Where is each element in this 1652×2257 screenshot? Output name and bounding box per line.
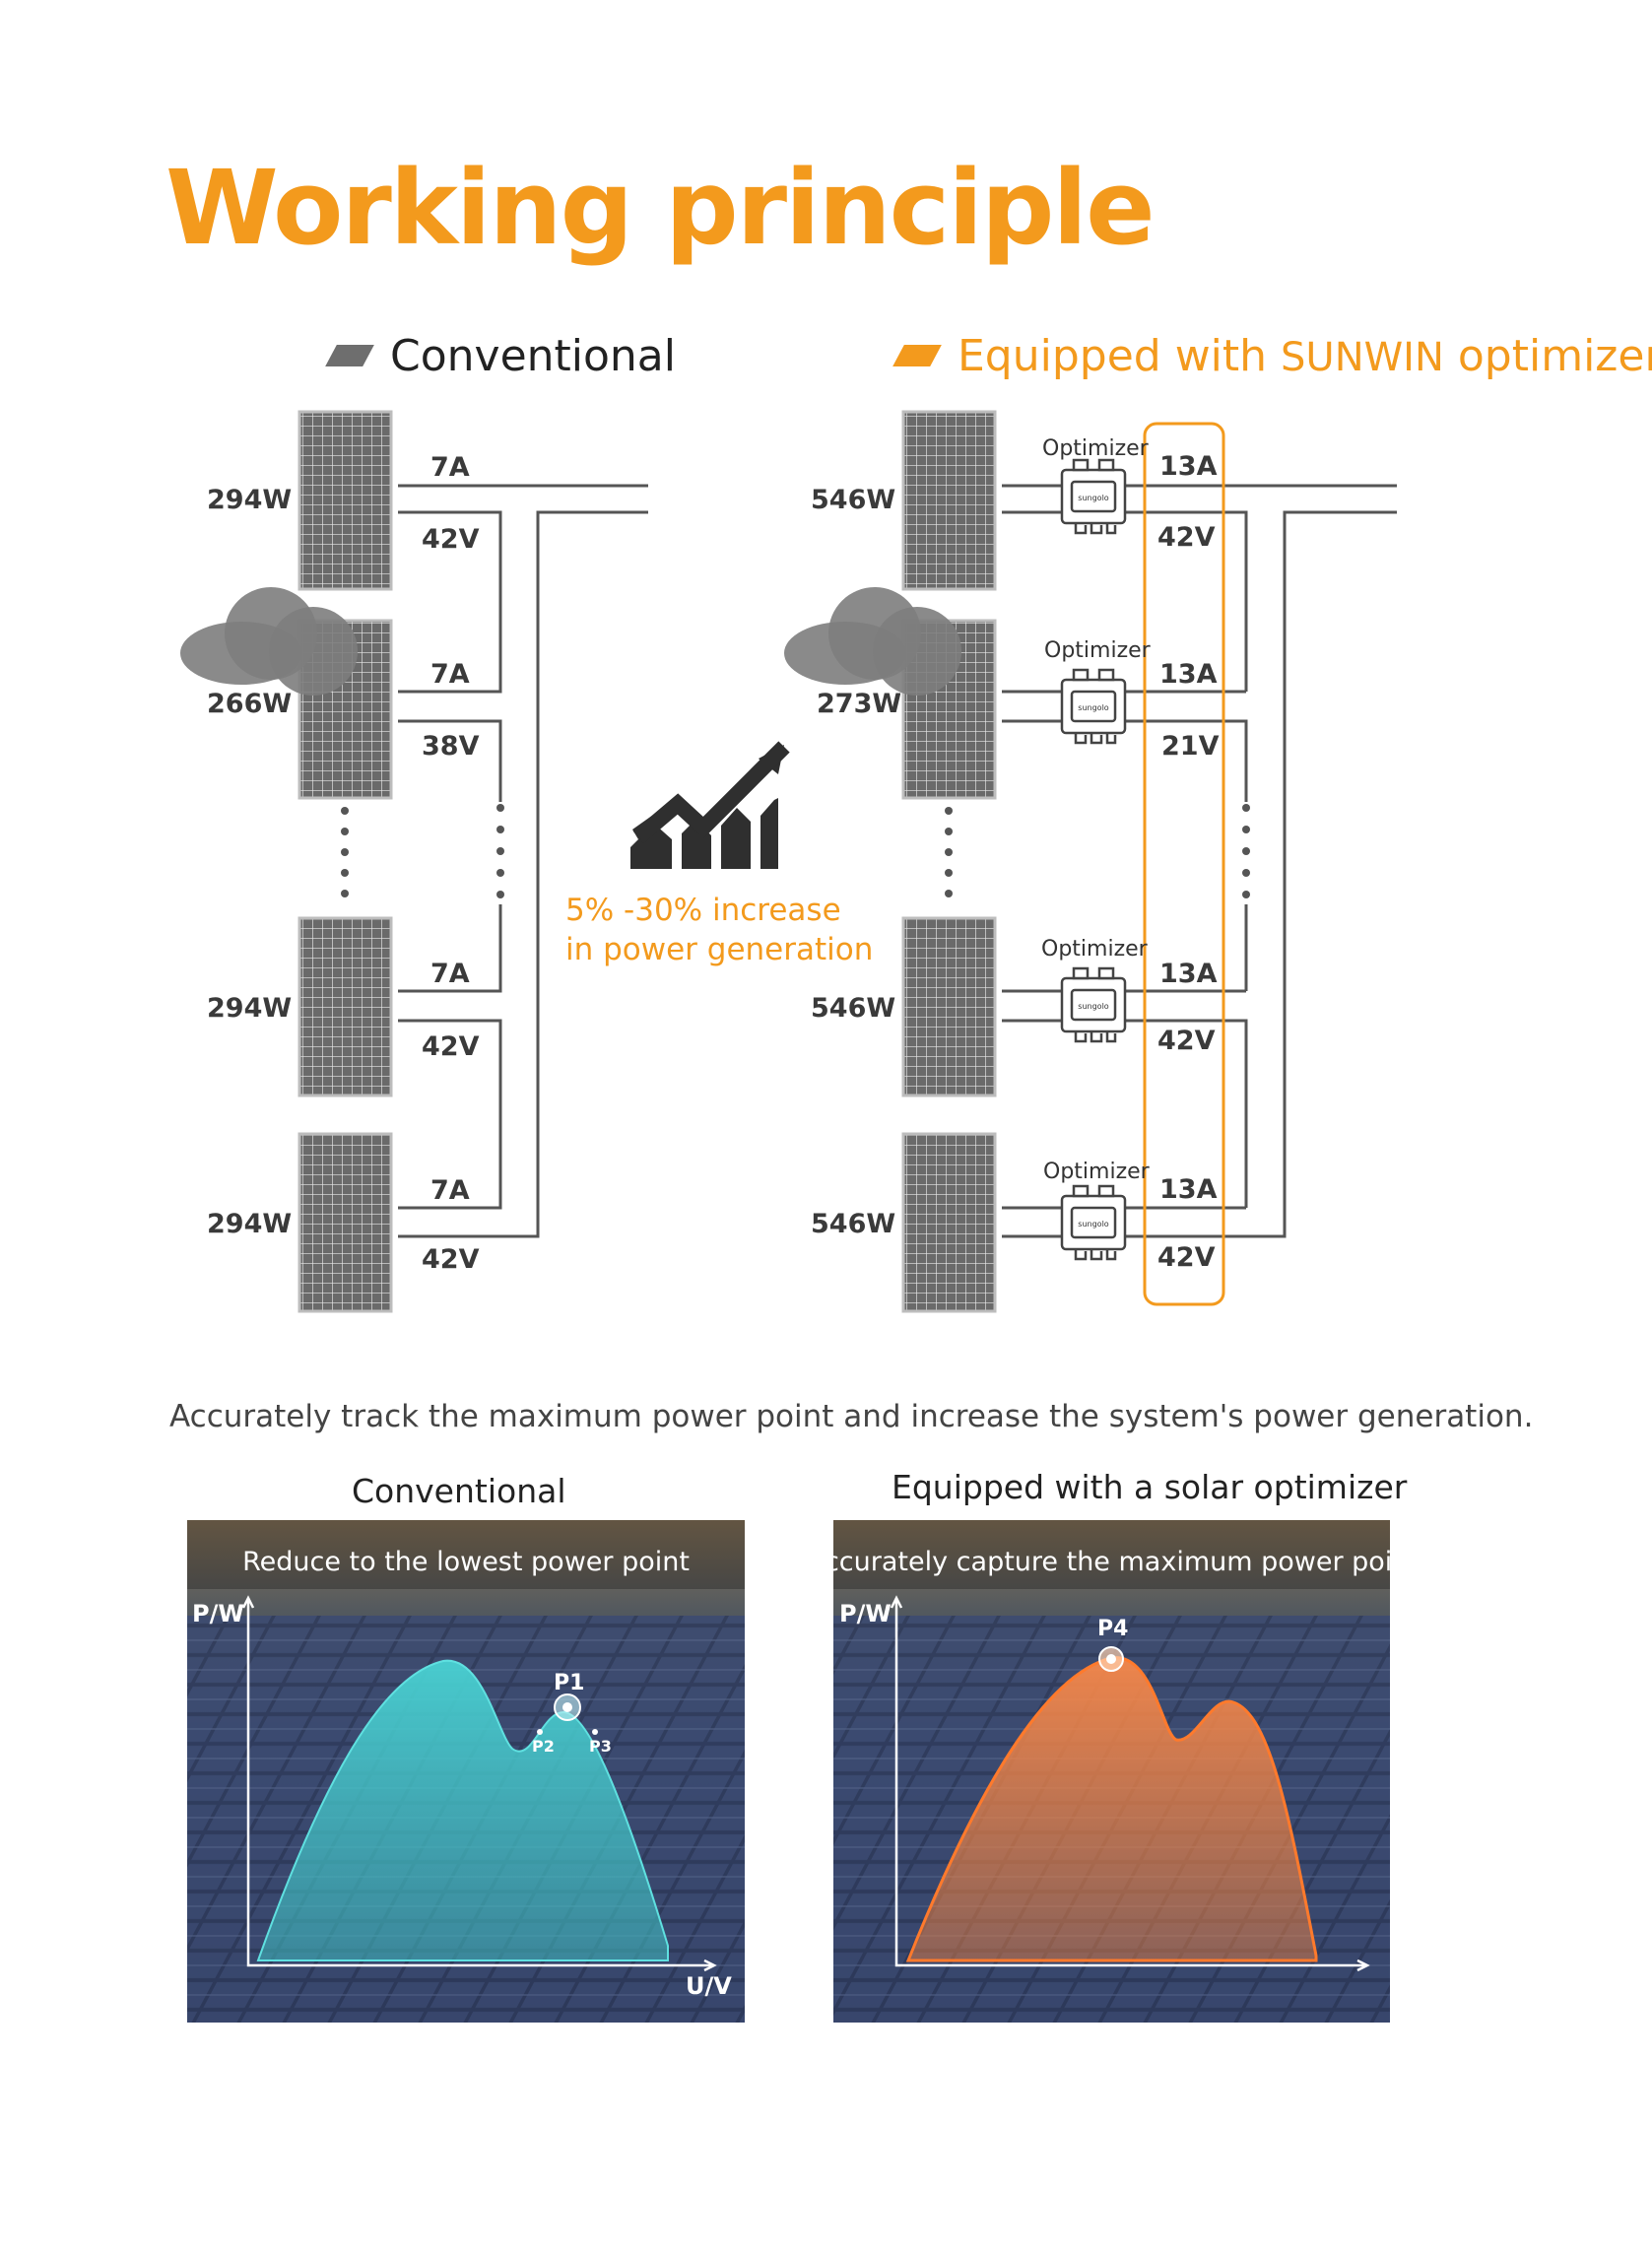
optimizer-labels: Optimizer Optimizer Optimizer Optimizer … <box>811 436 1220 1273</box>
svg-text:sungolo: sungolo <box>1078 703 1109 712</box>
current-label: 13A <box>1159 959 1218 989</box>
svg-text:sungolo: sungolo <box>1078 1220 1109 1228</box>
pv-curve <box>905 1656 1318 1962</box>
conventional-panels <box>297 410 393 1313</box>
optimizer-heading: Equipped with SUNWIN optimizer <box>892 331 1652 381</box>
panel-power-label: 266W <box>207 689 292 719</box>
current-label: 7A <box>430 1175 470 1206</box>
optimizer-heading-brand: SUNWIN <box>1281 335 1444 380</box>
optimizer-dots <box>945 804 1250 898</box>
output-highlight-box <box>1143 422 1225 1306</box>
conventional-heading: Conventional <box>325 331 676 381</box>
panel-power-label: 294W <box>207 1209 292 1239</box>
solar-panel <box>901 1132 997 1313</box>
photo-caption-conventional: Conventional <box>352 1472 566 1510</box>
conventional-wires <box>398 484 648 1238</box>
current-label: 7A <box>430 452 470 483</box>
photo-optimizer: Accurately capture the maximum power poi… <box>807 1520 1420 2023</box>
panel-power-label: 546W <box>811 485 895 515</box>
voltage-label: 42V <box>422 524 480 555</box>
optimizer-device-icon: sungolo sungolo sungolo sungolo <box>1060 458 1127 1261</box>
panel-power-label: 273W <box>817 689 901 719</box>
photo-banner: Accurately capture the maximum power poi… <box>807 1547 1420 1577</box>
optimizer-label: Optimizer <box>1041 937 1149 962</box>
current-label: 13A <box>1159 1174 1218 1205</box>
optimizer-label: Optimizer <box>1042 436 1150 461</box>
x-axis-label: U/V <box>686 1972 732 2000</box>
optimizer-panels <box>901 410 997 1313</box>
solar-panel <box>297 916 393 1097</box>
increase-line-1: 5% -30% increase <box>565 893 841 928</box>
point-label: P1 <box>554 1671 584 1695</box>
panel-power-label: 546W <box>811 1209 895 1239</box>
summary-text: Accurately track the maximum power point… <box>169 1399 1534 1434</box>
conventional-dots <box>341 804 504 898</box>
conventional-labels: 294W 7A 42V 266W 7A 38V 294W 7A 42V 294W… <box>207 452 480 1275</box>
y-axis-label: P/W <box>839 1600 892 1627</box>
voltage-label: 38V <box>422 731 480 762</box>
cloud-icon <box>180 587 358 696</box>
svg-text:sungolo: sungolo <box>1078 494 1109 502</box>
growth-chart-icon <box>630 741 790 869</box>
point-label: P3 <box>589 1737 612 1756</box>
optimizer-wires <box>1002 484 1397 1238</box>
cloud-icon <box>784 587 961 696</box>
panel-power-label: 294W <box>207 993 292 1024</box>
voltage-label: 42V <box>1157 1026 1216 1056</box>
voltage-label: 42V <box>422 1244 480 1275</box>
point-label: P2 <box>532 1737 555 1756</box>
voltage-label: 42V <box>1157 522 1216 553</box>
solar-panel <box>297 410 393 591</box>
optimizer-heading-prefix: Equipped with <box>958 331 1282 381</box>
voltage-label: 42V <box>1157 1242 1216 1273</box>
current-label: 7A <box>430 959 470 989</box>
solar-panel <box>297 1132 393 1313</box>
page-title: Working principle <box>165 148 1156 268</box>
pv-curve <box>256 1659 669 1961</box>
solar-panel <box>901 410 997 591</box>
current-label: 7A <box>430 659 470 690</box>
current-label: 13A <box>1159 659 1218 690</box>
photo-banner: Reduce to the lowest power point <box>242 1547 690 1577</box>
optimizer-label: Optimizer <box>1044 638 1152 663</box>
increase-line-2: in power generation <box>565 932 873 967</box>
voltage-label: 42V <box>422 1031 480 1062</box>
panel-power-label: 294W <box>207 485 292 515</box>
panel-power-label: 546W <box>811 993 895 1024</box>
optimizer-heading-suffix: optimizer <box>1443 331 1652 381</box>
photo-caption-optimizer: Equipped with a solar optimizer <box>892 1468 1408 1506</box>
svg-text:sungolo: sungolo <box>1078 1002 1109 1011</box>
conventional-heading-text: Conventional <box>390 331 676 381</box>
y-axis-label: P/W <box>192 1600 244 1627</box>
photo-conventional: Reduce to the lowest power point P/W U/V… <box>187 1520 745 2023</box>
solar-panel <box>901 916 997 1097</box>
optimizer-label: Optimizer <box>1043 1160 1151 1184</box>
voltage-label: 21V <box>1161 731 1220 762</box>
point-label: P4 <box>1097 1617 1128 1641</box>
current-label: 13A <box>1159 451 1218 482</box>
